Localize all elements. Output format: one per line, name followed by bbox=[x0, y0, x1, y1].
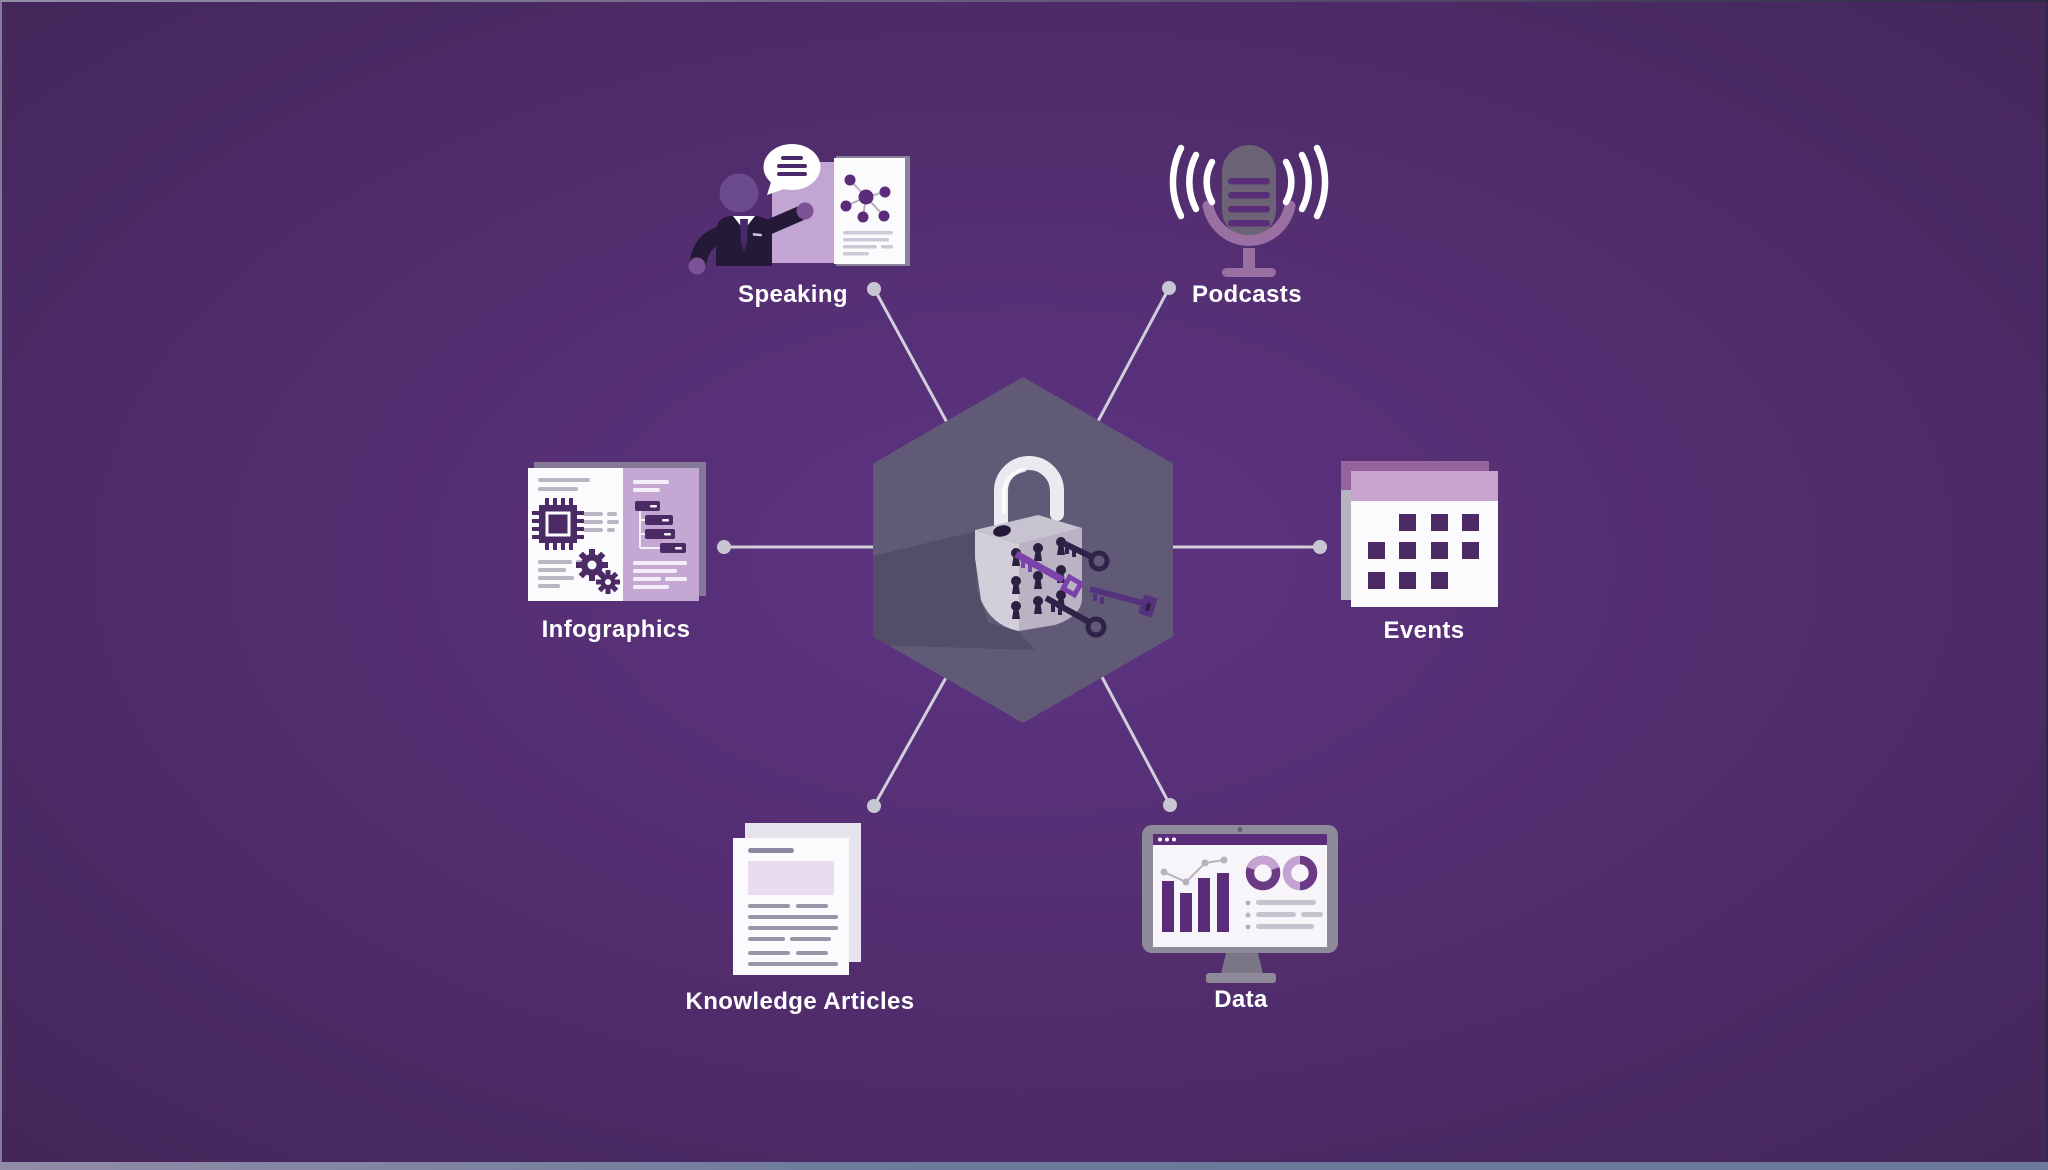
monitor-camera-dot bbox=[1237, 827, 1243, 832]
speech-bubble-icon bbox=[763, 144, 821, 195]
connector-podcasts bbox=[1094, 288, 1170, 427]
node-label-infographics: Infographics bbox=[542, 616, 691, 643]
key-mid bbox=[1089, 586, 1158, 618]
head bbox=[719, 173, 759, 213]
node-infographics: Infographics bbox=[528, 462, 706, 643]
mic-stripes bbox=[1228, 178, 1270, 227]
monitor-stand bbox=[1221, 953, 1263, 974]
calendar-header bbox=[1351, 471, 1498, 501]
left-hand bbox=[688, 257, 706, 275]
mic-stem bbox=[1243, 248, 1255, 270]
node-label-podcasts: Podcasts bbox=[1192, 281, 1302, 308]
padlock-keys-icon bbox=[975, 456, 1158, 638]
key-dark-top bbox=[1059, 539, 1110, 572]
board-text-lines bbox=[843, 231, 893, 256]
padlock-shadow bbox=[873, 531, 1035, 650]
top-edge bbox=[0, 0, 2048, 2]
left-page-lines bbox=[538, 478, 619, 588]
sound-waves-icon bbox=[1169, 144, 1329, 220]
connector-dot bbox=[1313, 540, 1327, 554]
padlock-shackle bbox=[994, 456, 1064, 531]
tie bbox=[740, 219, 748, 252]
line-chart-icon bbox=[1160, 856, 1228, 886]
keyholes bbox=[1011, 537, 1066, 619]
connector-data bbox=[1092, 660, 1172, 807]
connectors bbox=[722, 288, 1322, 808]
right-page-lines bbox=[633, 480, 687, 589]
center-hexagon-node bbox=[873, 377, 1173, 723]
connector-dot bbox=[867, 282, 881, 296]
connector-dot bbox=[1163, 798, 1177, 812]
node-speaking: Speaking bbox=[688, 144, 910, 308]
padlock-shackle-highlight bbox=[1002, 468, 1026, 514]
calendar-day-squares bbox=[1368, 514, 1479, 589]
connector-dot bbox=[717, 540, 731, 554]
document-text-lines bbox=[748, 904, 838, 966]
presenter-icon bbox=[688, 144, 910, 275]
monitor-base bbox=[1206, 973, 1276, 983]
node-label-data: Data bbox=[1214, 986, 1268, 1013]
connector-dot bbox=[1162, 281, 1176, 295]
connector-dot bbox=[867, 799, 881, 813]
connector-dots bbox=[717, 281, 1327, 813]
key-bright bbox=[1014, 550, 1085, 599]
chip-icon bbox=[532, 498, 584, 550]
calendar-icon bbox=[1341, 461, 1498, 607]
open-brochure-icon bbox=[528, 462, 706, 601]
analytics-monitor-icon bbox=[1142, 825, 1338, 983]
document-title-line bbox=[748, 848, 794, 853]
document-image-block bbox=[748, 861, 834, 895]
bar-chart-icon bbox=[1162, 873, 1229, 932]
node-label-speaking: Speaking bbox=[738, 281, 848, 308]
gantt-chart-icon bbox=[635, 501, 686, 553]
node-events: Events bbox=[1341, 461, 1498, 644]
node-label-events: Events bbox=[1383, 617, 1464, 644]
calendar-edge bbox=[1341, 490, 1352, 600]
article-document-icon bbox=[733, 823, 861, 975]
presenter-person bbox=[688, 173, 814, 275]
padlock-body-left bbox=[975, 530, 1019, 631]
key-dark-bottom bbox=[1044, 595, 1107, 638]
pocket-line bbox=[752, 232, 762, 237]
browser-title-bar bbox=[1153, 834, 1327, 845]
node-label-knowledge-articles: Knowledge Articles bbox=[685, 988, 914, 1015]
connector-speaking bbox=[874, 290, 952, 430]
microphone-icon bbox=[1169, 144, 1329, 277]
network-nodes bbox=[840, 174, 891, 223]
mic-base bbox=[1222, 268, 1276, 277]
node-data: Data bbox=[1142, 825, 1338, 1013]
monitor-screen bbox=[1153, 834, 1327, 947]
mic-cradle bbox=[1202, 200, 1296, 246]
mic-body bbox=[1222, 145, 1276, 237]
left-edge bbox=[0, 0, 2, 1170]
node-knowledge-articles: Knowledge Articles bbox=[685, 823, 914, 1015]
donut-chart-icon bbox=[1245, 855, 1318, 891]
connector-knowledge-articles bbox=[872, 672, 950, 808]
padlock-body-top bbox=[975, 515, 1082, 544]
right-edge bbox=[2046, 0, 2048, 1170]
browser-dots bbox=[1158, 837, 1176, 842]
screen-list-lines bbox=[1245, 900, 1323, 930]
gears-icon bbox=[576, 549, 620, 594]
right-hand bbox=[796, 202, 814, 220]
node-podcasts: Podcasts bbox=[1169, 144, 1329, 308]
padlock-top-hole bbox=[993, 525, 1011, 537]
bottom-bar bbox=[0, 1162, 2048, 1170]
